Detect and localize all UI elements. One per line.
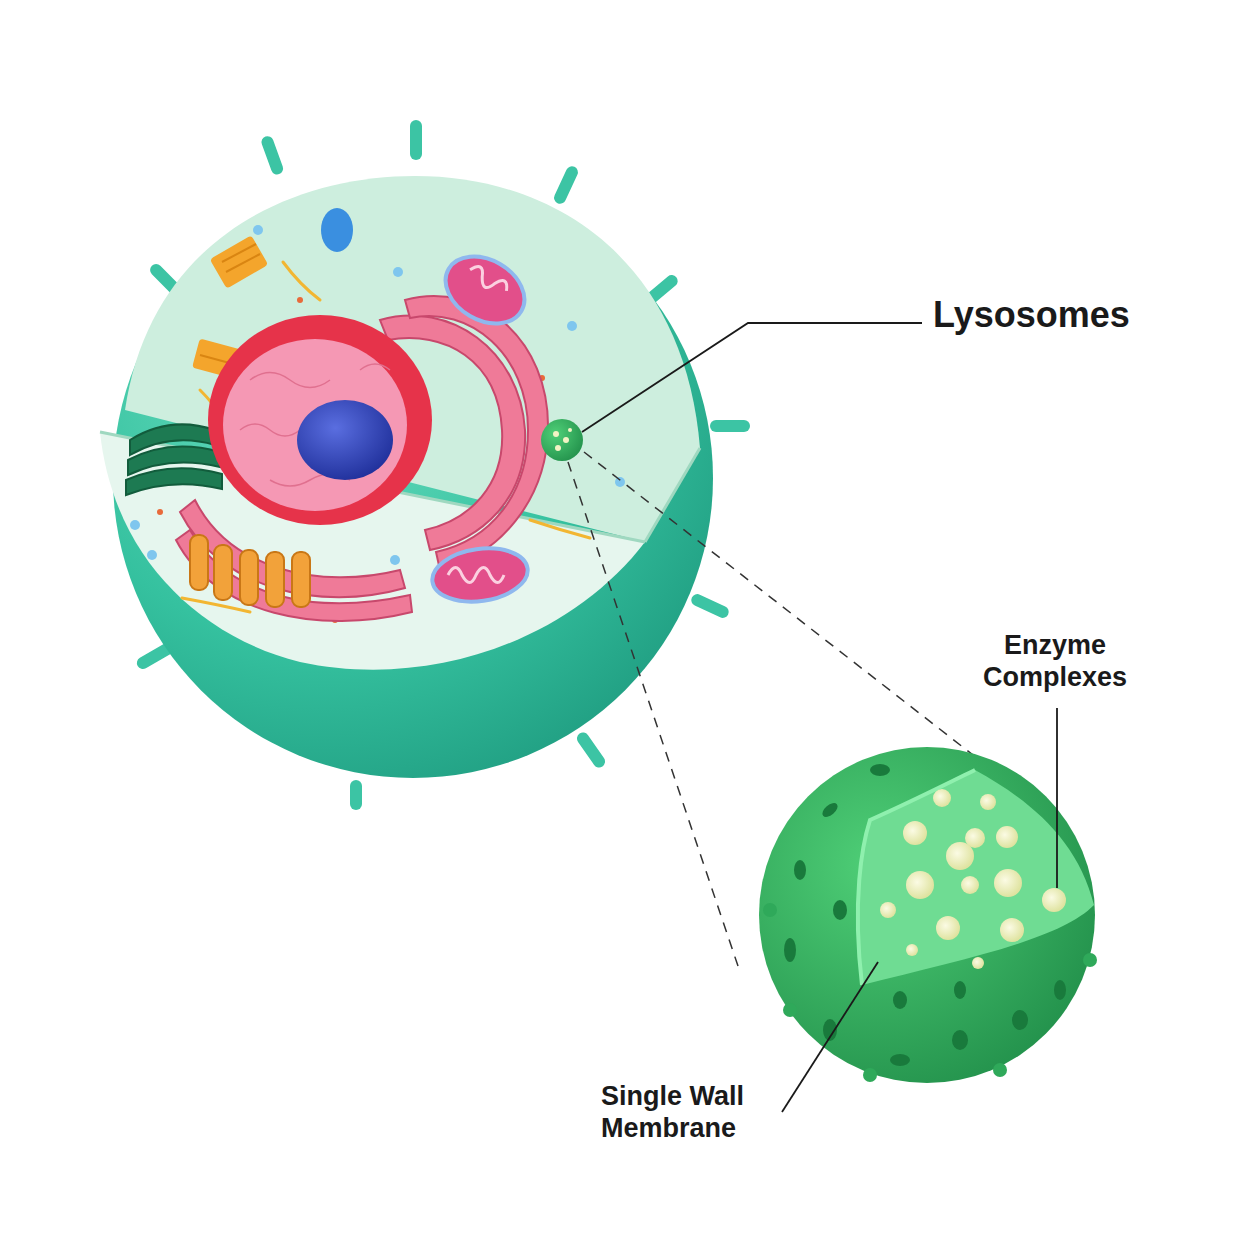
nucleus <box>208 315 432 525</box>
vesicles <box>130 225 625 623</box>
lysosome-small <box>541 419 583 461</box>
microtubules <box>182 262 590 612</box>
cytoplasm-wall <box>125 176 700 542</box>
part-label: Lysosomes <box>933 293 1233 336</box>
cut-edge <box>645 448 700 542</box>
lysosome-enlarged <box>759 747 1097 1083</box>
part-label: Single Wall Membrane <box>601 1080 806 1145</box>
golgi-apparatus <box>126 424 222 495</box>
vacuole <box>321 208 353 252</box>
part-label: Enzyme Complexes <box>966 629 1144 694</box>
endoplasmic-reticulum <box>176 296 548 621</box>
leader-lines <box>582 323 1057 1112</box>
ribosome-tubes <box>190 535 310 607</box>
mitochondria <box>429 243 537 607</box>
